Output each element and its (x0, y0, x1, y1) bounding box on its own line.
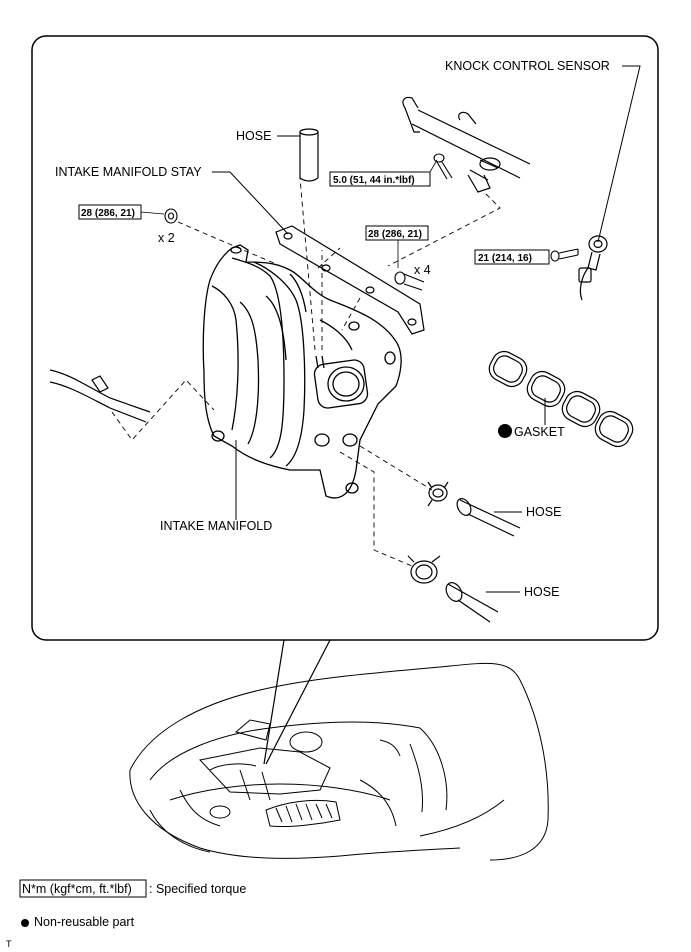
stay-bolt-right-torque: 28 (286, 21) x 4 (365, 225, 431, 277)
svg-text:28 (286, 21): 28 (286, 21) (368, 229, 422, 240)
filled-circle-icon (21, 919, 29, 927)
svg-text:INTAKE MANIFOLD: INTAKE MANIFOLD (160, 519, 272, 533)
diagram-frame (31, 35, 659, 641)
hose-mid-part (456, 498, 521, 537)
hose-top-callout: HOSE (236, 129, 300, 143)
stay-bolts-right (394, 271, 425, 291)
intake-manifold-stay-callout: INTAKE MANIFOLD STAY (55, 165, 289, 235)
svg-text:HOSE: HOSE (526, 505, 561, 519)
stay-nut-left (164, 208, 178, 224)
intake-manifold-part (202, 244, 402, 499)
svg-text:x 4: x 4 (414, 263, 431, 277)
intake-manifold-callout: INTAKE MANIFOLD (160, 440, 272, 533)
knock-sensor-torque: 21 (214, 16) (474, 249, 550, 265)
knock-control-sensor-part (578, 235, 608, 301)
intake-manifold-stay-part (275, 225, 425, 335)
stay-bolt-left-torque: 28 (286, 21) x 2 (78, 204, 175, 245)
hose-mid-callout: HOSE (494, 505, 561, 519)
zoom-lines (263, 639, 331, 765)
hose-top-part (299, 128, 319, 182)
knock-control-sensor-callout: KNOCK CONTROL SENSOR (445, 59, 641, 243)
vehicle-engine-bay-illustration (129, 662, 549, 861)
mid-hose-dash (359, 445, 433, 491)
legend-nonreusable: Non-reusable part (21, 915, 135, 929)
svg-text:HOSE: HOSE (524, 585, 559, 599)
vacuum-hose-left (49, 369, 151, 423)
hose-bottom-part (445, 582, 499, 623)
svg-text:GASKET: GASKET (514, 425, 565, 439)
svg-text:5.0 (51, 44 in.*lbf): 5.0 (51, 44 in.*lbf) (333, 175, 415, 186)
bottom-hose-clamp (407, 555, 441, 584)
pcv-pipe-assembly (402, 96, 531, 193)
legend-specified-torque: N*m (kgf*cm, ft.*lbf) : Specified torque (19, 879, 246, 898)
gasket-callout: GASKET (498, 398, 565, 439)
nonreusable-marker-icon (498, 424, 512, 438)
svg-text:HOSE: HOSE (236, 129, 271, 143)
hose-bottom-callout: HOSE (486, 585, 559, 599)
svg-text:x 2: x 2 (158, 231, 175, 245)
torque-desc-label: : Specified torque (149, 882, 246, 896)
svg-text:28 (286, 21): 28 (286, 21) (81, 208, 135, 219)
bottom-hose-dash (339, 451, 413, 567)
gasket-part (488, 350, 634, 448)
hose-bracket-bolt (433, 153, 453, 180)
corner-mark: T (6, 939, 12, 949)
vacuum-hose-dash (111, 379, 215, 441)
stay-dash-lines (177, 177, 361, 351)
bracket-dash-line (387, 193, 501, 267)
knock-sensor-bolt (550, 248, 579, 262)
mid-hose-clamp (427, 481, 449, 507)
hose-bracket-torque: 5.0 (51, 44 in.*lbf) (329, 159, 438, 187)
svg-text:21 (214, 16): 21 (214, 16) (478, 253, 532, 264)
torque-unit-label: N*m (kgf*cm, ft.*lbf) (22, 882, 132, 896)
svg-text:INTAKE MANIFOLD STAY: INTAKE MANIFOLD STAY (55, 165, 202, 179)
nonreusable-desc-label: Non-reusable part (34, 915, 135, 929)
knock-control-sensor-label: KNOCK CONTROL SENSOR (445, 59, 610, 73)
